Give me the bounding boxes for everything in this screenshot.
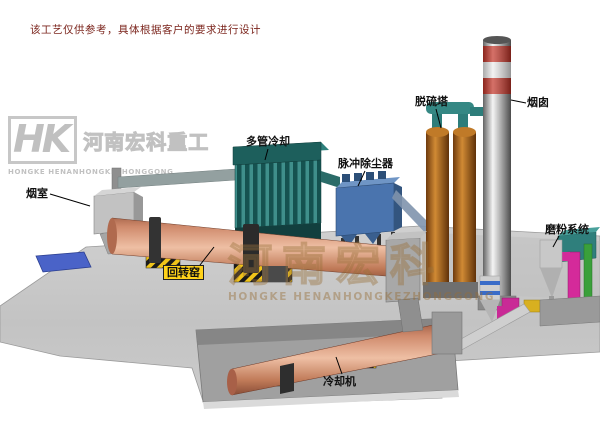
label-cooling-machine: 冷却机 <box>323 375 356 388</box>
grinding-system <box>523 227 600 327</box>
label-rotary-kiln: 回转窑 <box>163 265 204 281</box>
label-smoke-chamber: 烟室 <box>26 187 48 200</box>
discharge-hood <box>385 231 427 333</box>
label-pulse-dust-collector: 脉冲除尘器 <box>338 157 393 170</box>
label-chimney: 烟囱 <box>527 96 549 109</box>
desulfurization-towers <box>423 102 488 298</box>
logo-watermark: HK 河南宏科重工 HONGKE HENANHONGKEZHONGGONG <box>8 116 209 176</box>
logo-company-en: HONGKE HENANHONGKEZHONGGONG <box>8 168 174 176</box>
logo-monogram: HK <box>8 116 78 164</box>
rotary-kiln <box>107 217 399 283</box>
label-grinding-system: 磨粉系统 <box>545 223 589 236</box>
label-multi-tube-cooler: 多管冷却 <box>246 135 290 148</box>
callout-lines <box>49 99 560 375</box>
small-cyclone <box>479 275 501 322</box>
label-desulfurization-tower: 脱硫塔 <box>415 95 448 108</box>
chimney <box>477 36 517 311</box>
disclaimer-text: 该工艺仅供参考，具体根据客户的要求进行设计 <box>30 24 261 36</box>
blue-pad <box>35 251 92 273</box>
logo-company-cn: 河南宏科重工 <box>83 129 210 154</box>
